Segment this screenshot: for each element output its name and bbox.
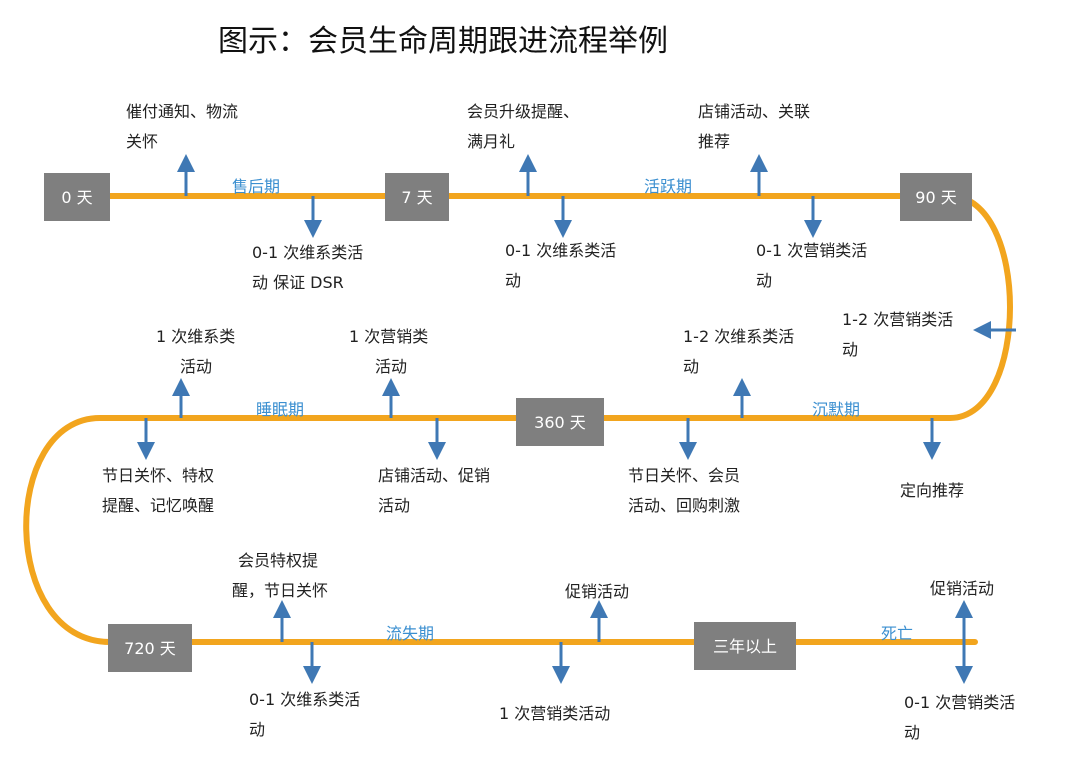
period-label: 流失期 — [386, 624, 434, 643]
svg-text:360 天: 360 天 — [534, 413, 586, 432]
note: 会员特权提醒，节日关怀 — [232, 551, 328, 600]
period-label: 睡眠期 — [256, 400, 304, 419]
note: 1-2 次营销类活动 — [842, 310, 953, 359]
milestone-3-years: 三年以上 — [694, 622, 796, 670]
milestone-360-day: 360 天 — [516, 398, 604, 446]
note: 1-2 次维系类活动 — [683, 327, 794, 376]
period-label: 死亡 — [881, 624, 913, 643]
svg-text:7 天: 7 天 — [401, 188, 432, 207]
note: 0-1 次维系类活动 — [505, 241, 616, 290]
svg-text:720 天: 720 天 — [124, 639, 176, 658]
note: 节日关怀、会员活动、回购刺激 — [628, 466, 740, 515]
period-label: 售后期 — [232, 177, 280, 196]
svg-text:三年以上: 三年以上 — [713, 637, 777, 656]
note: 催付通知、物流关怀 — [126, 102, 238, 151]
note: 会员升级提醒、满月礼 — [467, 102, 579, 151]
note: 定向推荐 — [900, 481, 964, 500]
milestone-7-day: 7 天 — [385, 173, 449, 221]
note: 店铺活动、关联推荐 — [698, 102, 810, 151]
period-label: 沉默期 — [812, 400, 860, 419]
milestone-90-day: 90 天 — [900, 173, 972, 221]
svg-text:0 天: 0 天 — [61, 188, 92, 207]
lifecycle-track — [23, 193, 1013, 645]
note: 促销活动 — [930, 579, 994, 598]
milestone-720-day: 720 天 — [108, 624, 192, 672]
note: 0-1 次营销类活动 — [756, 241, 867, 290]
note: 1 次营销类活动 — [349, 327, 428, 376]
period-label: 活跃期 — [644, 177, 692, 196]
svg-text:90 天: 90 天 — [915, 188, 956, 207]
note: 0-1 次维系类活动 — [249, 690, 360, 739]
note: 0-1 次营销类活动 — [904, 693, 1015, 742]
note: 节日关怀、特权提醒、记忆唤醒 — [102, 466, 214, 515]
note: 1 次维系类活动 — [156, 327, 235, 376]
note: 促销活动 — [565, 582, 629, 601]
diagram-title: 图示：会员生命周期跟进流程举例 — [218, 24, 668, 59]
note: 0-1 次维系类活动 保证 DSR — [252, 243, 363, 292]
note: 1 次营销类活动 — [499, 704, 610, 723]
note: 店铺活动、促销活动 — [378, 466, 490, 515]
milestone-0-day: 0 天 — [44, 173, 110, 221]
